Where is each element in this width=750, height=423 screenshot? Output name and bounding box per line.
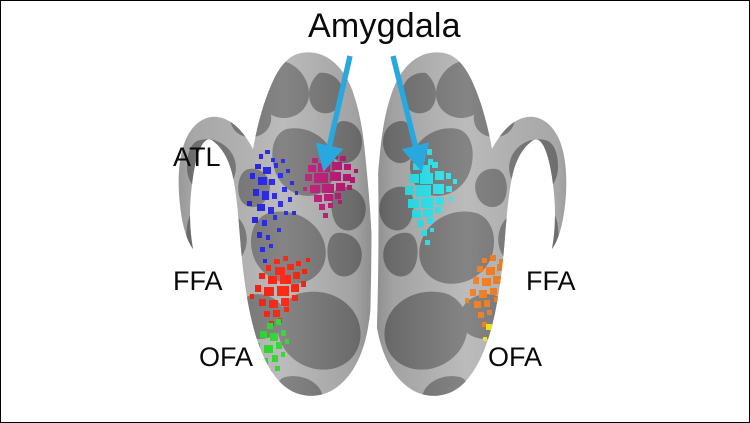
- amygdala-arrows: [315, 55, 430, 173]
- midline-gap: [367, 67, 379, 370]
- label-ofa-right: OFA: [488, 342, 543, 372]
- arrow-to-right-amygdala: [390, 55, 430, 172]
- arrow-to-left-amygdala: [315, 55, 353, 173]
- label-ofa-left: OFA: [199, 342, 254, 372]
- hemisphere-right: [372, 52, 567, 396]
- hemisphere-left-shading: [178, 52, 373, 396]
- hemisphere-right-shading: [372, 52, 567, 396]
- label-ffa-right: FFA: [526, 266, 576, 296]
- label-atl-left: ATL: [173, 142, 221, 172]
- label-amygdala: Amygdala: [308, 7, 461, 45]
- label-ffa-left: FFA: [173, 266, 223, 296]
- hemisphere-left: [178, 52, 373, 396]
